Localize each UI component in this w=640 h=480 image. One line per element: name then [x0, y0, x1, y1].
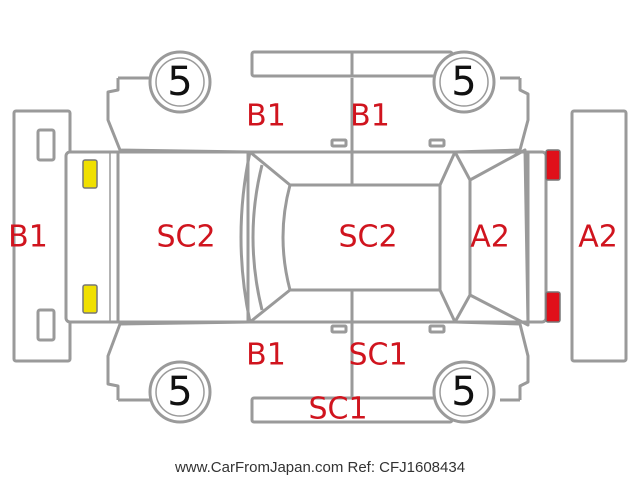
- label-rear-bumper: B1: [8, 220, 48, 255]
- tire-front-right: 5: [432, 50, 496, 114]
- tire-rear-right: 5: [432, 360, 496, 424]
- tire-condition-value: 5: [167, 59, 192, 105]
- label-rocker-bottom: SC1: [308, 392, 367, 427]
- label-rear-door-top: B1: [246, 99, 286, 134]
- label-hood: A2: [470, 220, 510, 255]
- label-front-door-top: B1: [350, 99, 390, 134]
- label-rear-door-bottom: B1: [246, 338, 286, 373]
- label-trunk: SC2: [156, 220, 215, 255]
- label-roof: SC2: [338, 220, 397, 255]
- rear-lamp-top: [82, 159, 98, 189]
- tire-rear-left: 5: [148, 360, 212, 424]
- label-front-door-bottom: SC1: [348, 338, 407, 373]
- front-lamp-bottom: [545, 291, 561, 323]
- tire-condition-value: 5: [451, 59, 476, 105]
- tire-condition-value: 5: [167, 369, 192, 415]
- tire-front-left: 5: [148, 50, 212, 114]
- watermark-text: www.CarFromJapan.com Ref: CFJ1608434: [174, 459, 465, 476]
- front-bumper: [570, 109, 628, 363]
- car-body: [64, 76, 548, 402]
- label-front-bumper: A2: [578, 220, 618, 255]
- front-lamp-top: [545, 149, 561, 181]
- rear-lamp-bottom: [82, 284, 98, 314]
- tire-condition-value: 5: [451, 369, 476, 415]
- top-door-panels: [250, 50, 454, 148]
